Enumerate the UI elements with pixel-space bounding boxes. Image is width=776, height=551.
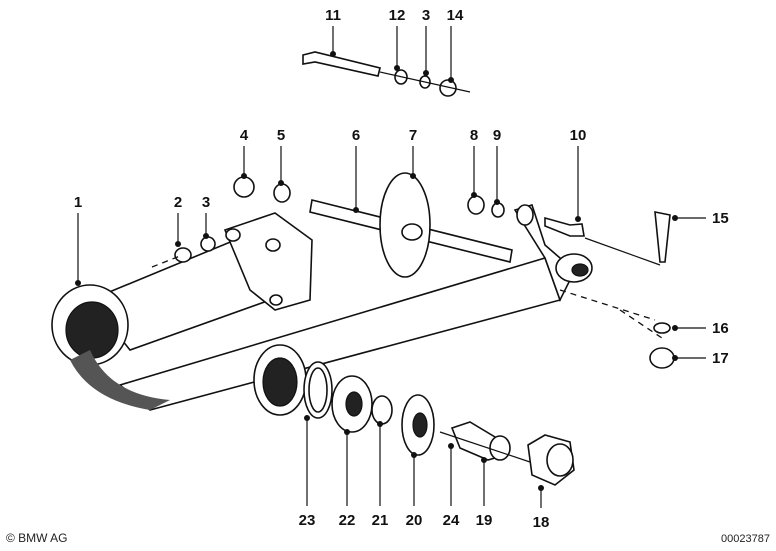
callout-label: 19 bbox=[476, 512, 493, 529]
callout-label: 21 bbox=[372, 512, 389, 529]
callout-label: 6 bbox=[352, 127, 360, 144]
callout-17: 17 bbox=[672, 350, 729, 367]
callout-1: 1 bbox=[74, 194, 82, 286]
callout-label: 24 bbox=[443, 512, 460, 529]
callout-22: 22 bbox=[339, 429, 356, 529]
callout-6: 6 bbox=[352, 127, 360, 213]
callout-label: 1 bbox=[74, 194, 82, 211]
callout-label: 9 bbox=[493, 127, 501, 144]
callout-label: 22 bbox=[339, 512, 356, 529]
callout-label: 14 bbox=[447, 7, 464, 24]
axle-shaft bbox=[309, 172, 513, 278]
document-number: 00023787 bbox=[721, 533, 770, 545]
callout-19: 19 bbox=[476, 457, 493, 529]
callout-21: 21 bbox=[372, 421, 389, 529]
callout-label: 20 bbox=[406, 512, 423, 529]
callout-16: 16 bbox=[672, 320, 729, 337]
callout-label: 10 bbox=[570, 127, 587, 144]
callout-10: 10 bbox=[570, 127, 587, 222]
callout-9: 9 bbox=[493, 127, 501, 205]
callout-15: 15 bbox=[672, 210, 729, 227]
callout-label: 23 bbox=[299, 512, 316, 529]
callout-14: 14 bbox=[447, 7, 464, 83]
callout-label: 15 bbox=[712, 210, 729, 227]
callout-4: 4 bbox=[240, 127, 249, 179]
callout-20: 20 bbox=[406, 452, 423, 529]
callout-label: 4 bbox=[240, 127, 249, 144]
callout-label: 17 bbox=[712, 350, 729, 367]
callout-5: 5 bbox=[277, 127, 285, 186]
callout-12: 12 bbox=[389, 7, 406, 71]
callout-label: 18 bbox=[533, 514, 550, 531]
callout-label: 12 bbox=[389, 7, 406, 24]
callout-label: 2 bbox=[174, 194, 182, 211]
callout-label: 16 bbox=[712, 320, 729, 337]
callout-label: 3 bbox=[422, 7, 430, 24]
hardware bbox=[151, 51, 675, 369]
callout-3b: 3 bbox=[422, 7, 430, 76]
callout-24: 24 bbox=[443, 443, 460, 529]
swing-arm bbox=[51, 204, 593, 416]
callout-23: 23 bbox=[299, 415, 316, 529]
callout-label: 3 bbox=[202, 194, 210, 211]
callout-11: 11 bbox=[325, 7, 341, 57]
callout-7: 7 bbox=[409, 127, 417, 179]
callout-label: 7 bbox=[409, 127, 417, 144]
callout-label: 11 bbox=[325, 7, 341, 24]
copyright-text: © BMW AG bbox=[6, 531, 68, 545]
bearing-stack bbox=[303, 361, 575, 486]
callout-label: 5 bbox=[277, 127, 285, 144]
callout-2: 2 bbox=[174, 194, 182, 247]
callout-8: 8 bbox=[470, 127, 478, 198]
callout-3a: 3 bbox=[202, 194, 210, 239]
callout-18: 18 bbox=[533, 485, 550, 531]
callout-label: 8 bbox=[470, 127, 478, 144]
